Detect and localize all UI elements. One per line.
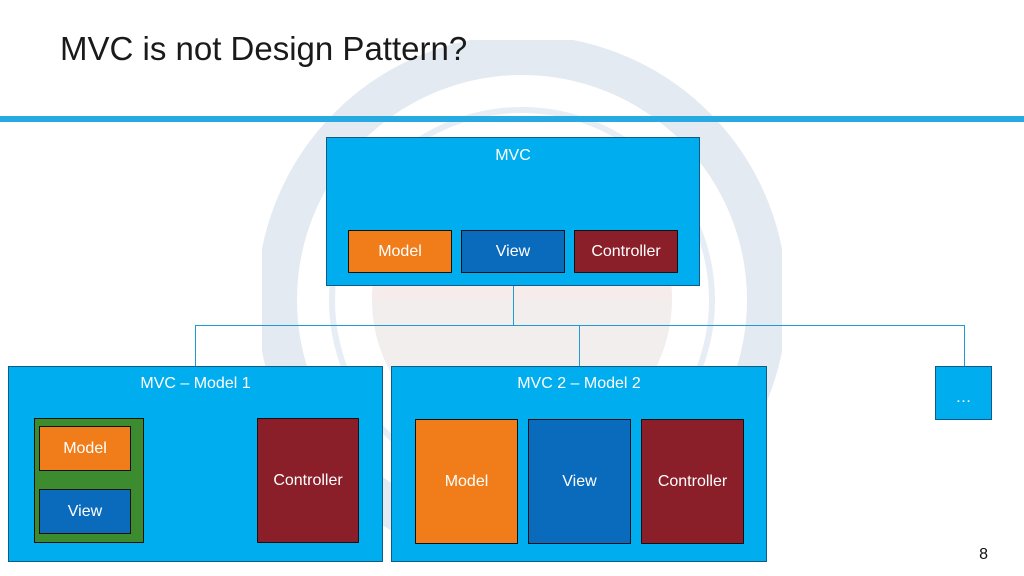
connector-model1 [195,325,196,366]
more-box: … [935,366,992,420]
connector-more [964,325,965,366]
connector-model2 [579,325,580,366]
slide-title: MVC is not Design Pattern? [60,30,468,67]
mvc-view: View [461,230,565,273]
connector-top-stem [513,286,514,326]
mvc-model2-model: Model [415,419,518,544]
mvc-model1-label: MVC – Model 1 [140,375,251,392]
mvc-model2-label: MVC 2 – Model 2 [517,375,641,392]
page-number: 8 [979,546,988,563]
more-label: … [955,389,972,406]
mvc-model2-controller: Controller [641,419,744,544]
mvc-controller: Controller [574,230,678,273]
mvc-model1-view: View [39,489,131,534]
title-divider [0,116,1024,122]
connector-horizontal [195,325,965,326]
mvc-model1-model: Model [39,426,131,471]
model-view-group: Model View [34,418,144,543]
mvc-model: Model [348,230,452,273]
mvc-model2-view: View [528,419,631,544]
mvc-model2-box: MVC 2 – Model 2 Model View Controller [391,366,767,562]
mvc-model1-box: MVC – Model 1 Model View Controller [8,366,383,562]
mvc-box: MVC Model View Controller [326,137,700,286]
mvc-model1-controller: Controller [257,418,359,543]
mvc-label: MVC [495,147,531,164]
